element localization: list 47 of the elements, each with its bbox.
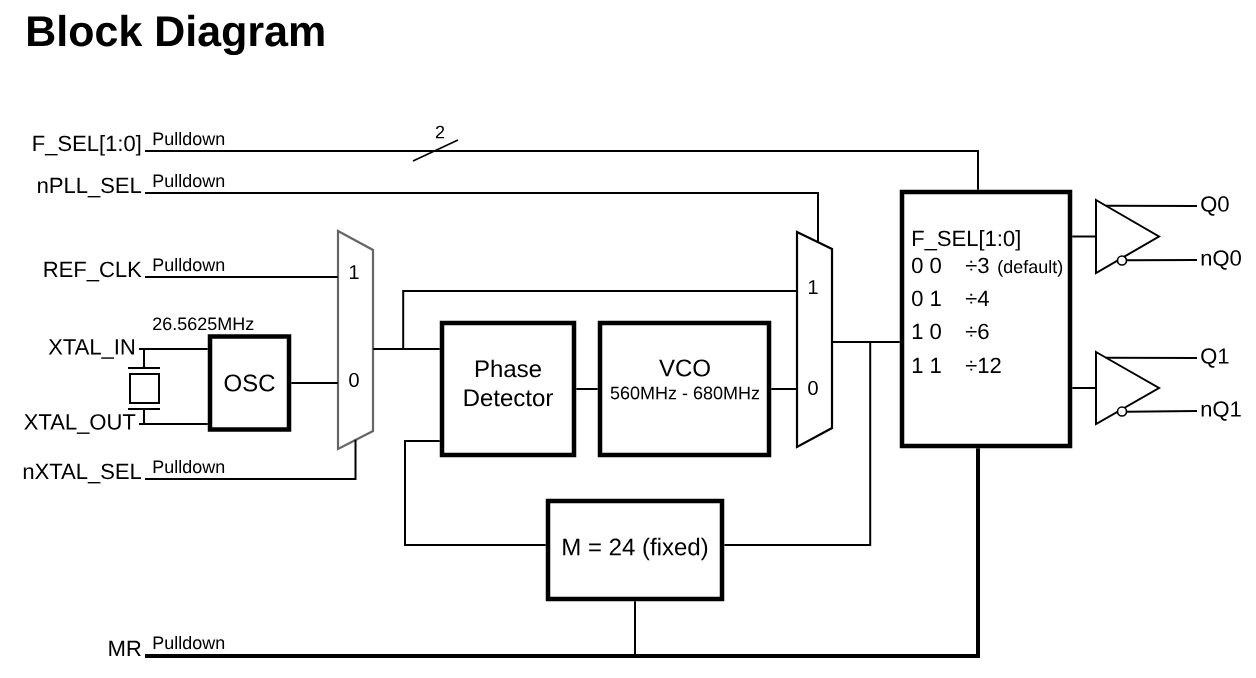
signal-line bbox=[290, 382, 339, 384]
signal-line bbox=[1071, 235, 1097, 238]
edge-label: 2 bbox=[435, 125, 445, 139]
function-block: VCO 560MHz - 680MHz bbox=[597, 320, 772, 458]
signal-line bbox=[138, 348, 145, 369]
crystal-symbol bbox=[127, 367, 161, 410]
signal-line bbox=[402, 348, 441, 350]
signal-line bbox=[372, 348, 405, 350]
signal-line bbox=[1071, 387, 1097, 389]
pin-label: XTAL_IN bbox=[48, 339, 134, 359]
signal-line bbox=[1104, 356, 1198, 359]
function-block: F_SEL[1:0] 0 0 ÷3 (default) 0 1 ÷4 1 0 ÷6 1 1 ÷12 bbox=[899, 189, 1073, 449]
note-label: 26.5625MHz bbox=[153, 317, 254, 331]
signal-line bbox=[770, 388, 798, 390]
function-block: OSC bbox=[207, 334, 292, 432]
signal-line bbox=[144, 150, 979, 191]
signal-line bbox=[138, 408, 145, 425]
note-label: Pulldown bbox=[153, 257, 225, 272]
signal-line bbox=[1125, 259, 1198, 262]
pin-label: F_SEL[1:0] bbox=[33, 135, 141, 156]
pin-label: Q1 bbox=[1201, 348, 1229, 368]
signal-line bbox=[144, 276, 339, 278]
note-label: Pulldown bbox=[153, 131, 225, 146]
signal-line bbox=[723, 341, 872, 546]
signal-line bbox=[1125, 410, 1198, 413]
pin-label: MR bbox=[109, 640, 141, 656]
signal-line bbox=[144, 192, 819, 243]
note-label: Pulldown bbox=[153, 173, 225, 188]
signal-line bbox=[404, 440, 547, 546]
signal-line bbox=[1104, 204, 1198, 207]
pin-label: nPLL_SEL bbox=[38, 177, 142, 198]
pin-label: Q0 bbox=[1201, 196, 1229, 216]
pin-label: REF_CLK bbox=[44, 261, 142, 282]
signal-line bbox=[144, 438, 357, 480]
title: Block Diagram bbox=[28, 14, 324, 56]
function-block: M = 24 (fixed) bbox=[545, 498, 725, 602]
signal-line bbox=[575, 388, 599, 390]
note-label: Pulldown bbox=[153, 635, 225, 650]
signal-line bbox=[402, 290, 798, 350]
note-label: Pulldown bbox=[153, 459, 225, 474]
pin-label: XTAL_OUT bbox=[24, 414, 136, 434]
signal-line bbox=[145, 448, 980, 658]
signal-line bbox=[144, 600, 636, 657]
pin-label: nQ1 bbox=[1201, 401, 1241, 421]
pin-label: nQ0 bbox=[1201, 250, 1241, 270]
pin-label: nXTAL_SEL bbox=[23, 463, 142, 484]
function-block: Phase Detector bbox=[439, 320, 577, 458]
